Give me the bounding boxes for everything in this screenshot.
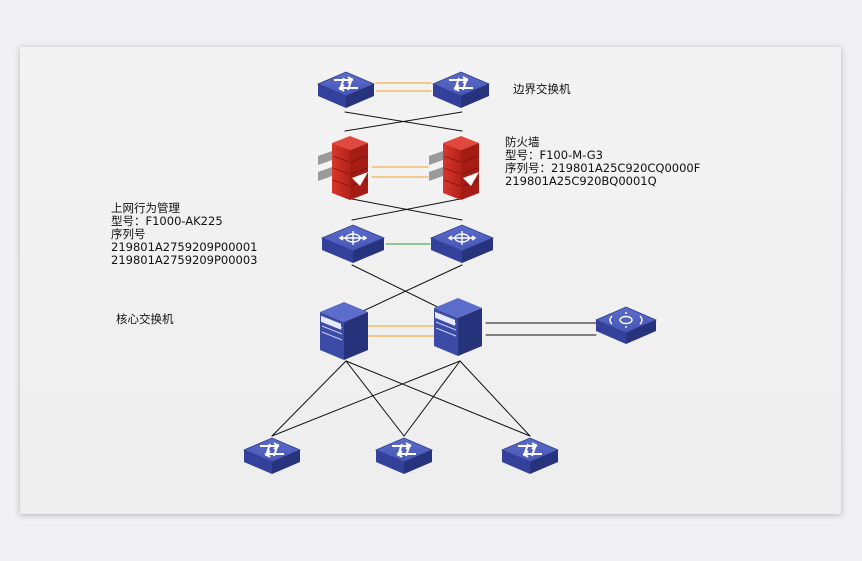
link-core2-sw2 bbox=[403, 360, 461, 437]
access-switch-3[interactable] bbox=[501, 437, 559, 475]
behavior-mgmt-info: 上网行为管理 型号：F1000-AK225 序列号 219801A2759209… bbox=[111, 202, 258, 267]
behavior-mgmt-serial-1: 219801A2759209P00001 bbox=[111, 240, 258, 254]
link-core1-sw3 bbox=[345, 360, 531, 437]
access-switch-1[interactable] bbox=[243, 437, 301, 475]
access-point-icon bbox=[594, 306, 658, 344]
switch-icon bbox=[432, 71, 490, 109]
chassis-switch-icon bbox=[434, 298, 482, 356]
chassis-switch-icon bbox=[320, 302, 368, 360]
diagram-canvas: 边界交换机 防火墙 型号：F100-M-G3 序列号：219801A25C920… bbox=[20, 47, 841, 514]
switch-icon bbox=[243, 437, 301, 475]
border-switch-1[interactable] bbox=[317, 71, 375, 109]
firewall-model: 型号：F100-M-G3 bbox=[505, 148, 603, 162]
firewall-serial-2: 219801A25C920BQ0001Q bbox=[505, 174, 657, 188]
firewall-serial-1: 序列号：219801A25C920CQ0000F bbox=[505, 161, 701, 175]
firewall-title: 防火墙 bbox=[505, 135, 540, 149]
border-switch-2[interactable] bbox=[432, 71, 490, 109]
switch-icon bbox=[501, 437, 559, 475]
firewall-2[interactable] bbox=[429, 136, 479, 200]
firewall-icon bbox=[318, 136, 368, 200]
link-bsw2-fw1 bbox=[344, 111, 463, 132]
link-fw2-bm1 bbox=[351, 198, 461, 221]
links bbox=[271, 82, 597, 437]
behavior-mgmt-model: 型号：F1000-AK225 bbox=[111, 214, 223, 228]
core-switch-1[interactable] bbox=[320, 302, 368, 360]
firewall-icon bbox=[429, 136, 479, 200]
behavior-mgmt-serial-label: 序列号 bbox=[111, 227, 146, 241]
border-switch-label: 边界交换机 bbox=[513, 82, 571, 96]
link-bm2-core1 bbox=[349, 264, 463, 318]
router-icon bbox=[430, 224, 494, 264]
switch-icon bbox=[317, 71, 375, 109]
behavior-mgmt-2[interactable] bbox=[430, 224, 494, 264]
behavior-mgmt-serial-2: 219801A2759209P00003 bbox=[111, 253, 258, 267]
link-core1-sw1 bbox=[271, 360, 347, 437]
link-core1-sw2 bbox=[345, 360, 405, 437]
firewall-1[interactable] bbox=[318, 136, 368, 200]
link-core2-sw3 bbox=[459, 360, 531, 437]
behavior-mgmt-1[interactable] bbox=[321, 224, 385, 264]
access-switch-2[interactable] bbox=[375, 437, 433, 475]
behavior-mgmt-title: 上网行为管理 bbox=[111, 201, 180, 215]
switch-icon bbox=[375, 437, 433, 475]
core-switch-2[interactable] bbox=[434, 298, 482, 356]
core-switch-label: 核心交换机 bbox=[116, 312, 174, 326]
wireless-ap[interactable] bbox=[594, 306, 658, 344]
link-core2-sw1 bbox=[271, 360, 461, 437]
firewall-info: 防火墙 型号：F100-M-G3 序列号：219801A25C920CQ0000… bbox=[505, 136, 700, 188]
router-icon bbox=[321, 224, 385, 264]
